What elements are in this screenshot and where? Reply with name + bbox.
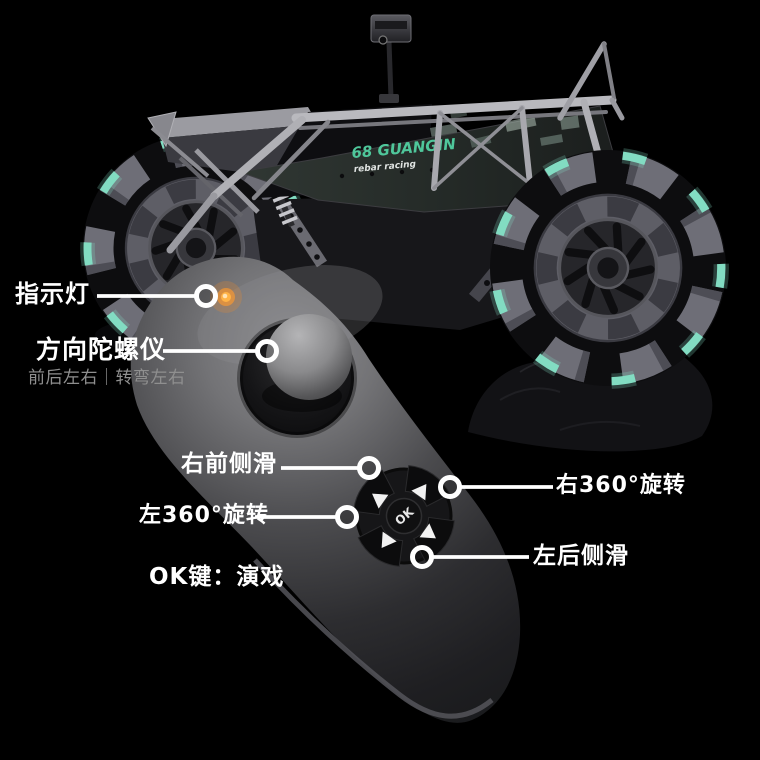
label-indicator: 指示灯 bbox=[15, 280, 90, 308]
label-left-rotate: 左360°旋转 bbox=[139, 503, 269, 528]
callout-ring-gyro bbox=[255, 339, 279, 363]
roll-cage bbox=[166, 41, 625, 254]
callout-ring-left-rotate bbox=[335, 505, 359, 529]
controller-body bbox=[130, 256, 521, 723]
dpad-right-arrow-icon bbox=[419, 523, 436, 539]
callout-ring-left-rear-slide bbox=[410, 545, 434, 569]
callout-ring-right-front-slide bbox=[357, 456, 381, 480]
dpad: OK bbox=[353, 465, 455, 567]
joystick bbox=[237, 314, 357, 438]
dpad-left-button bbox=[353, 469, 395, 516]
dpad-up-arrow-icon bbox=[411, 484, 427, 501]
ok-button bbox=[385, 497, 423, 535]
label-right-rotate: 右360°旋转 bbox=[556, 473, 686, 498]
callout-ring-indicator bbox=[194, 284, 218, 308]
label-gyro: 方向陀螺仪 bbox=[36, 335, 167, 364]
controller-edge-highlight bbox=[253, 558, 494, 719]
callouts bbox=[97, 284, 553, 569]
camera-box bbox=[370, 14, 412, 103]
indicator-led bbox=[210, 281, 242, 313]
callout-ring-right-rotate bbox=[438, 475, 462, 499]
dpad-left-arrow-icon bbox=[372, 493, 389, 509]
label-right-front-slide: 右前侧滑 bbox=[181, 451, 277, 477]
label-ok-key: OK键：演戏 bbox=[149, 564, 285, 590]
joystick-knob bbox=[266, 314, 352, 400]
label-left-rear-slide: 左后侧滑 bbox=[533, 543, 629, 569]
dpad-down-button bbox=[357, 525, 404, 567]
dpad-down-arrow-icon bbox=[381, 531, 397, 548]
dpad-right-button bbox=[413, 516, 455, 563]
label-gyro-sub: 前后左右｜转弯左右 bbox=[28, 368, 186, 388]
camera-lens bbox=[378, 35, 388, 45]
remote-controller: OK bbox=[130, 256, 521, 723]
